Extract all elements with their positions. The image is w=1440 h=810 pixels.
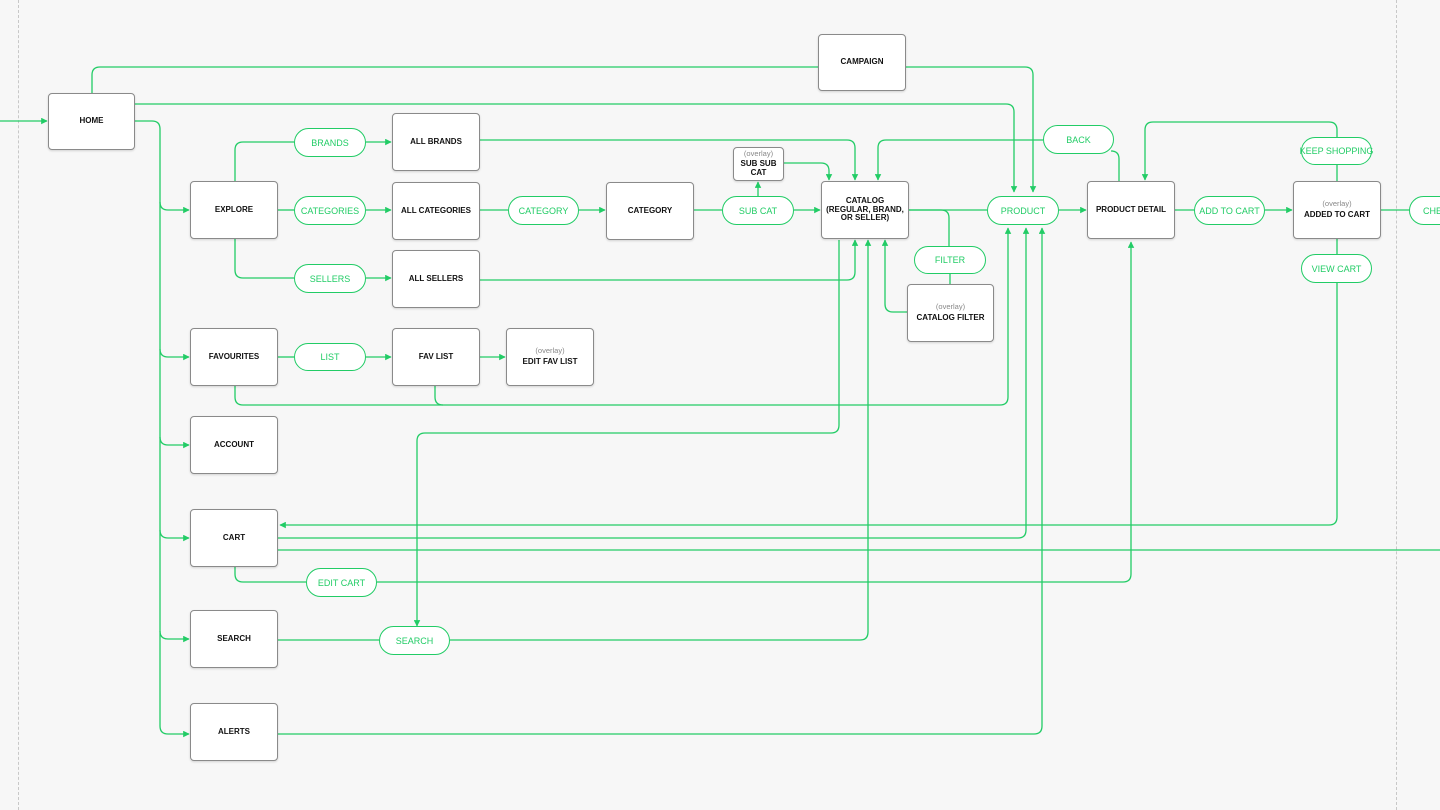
edge-home-cart: [159, 529, 190, 542]
left-page-guide: [18, 0, 19, 810]
edge-productdetail-back: [1110, 150, 1120, 181]
node-catalog-filter[interactable]: (overlay) CATALOG FILTER: [907, 284, 994, 342]
action-sub-cat[interactable]: SUB CAT: [722, 196, 794, 225]
node-favourites[interactable]: FAVOURITES: [190, 328, 278, 386]
node-campaign[interactable]: CAMPAIGN: [818, 34, 906, 91]
action-edit-cart[interactable]: EDIT CART: [306, 568, 377, 597]
action-view-cart[interactable]: VIEW CART: [1301, 254, 1372, 283]
edge-campaign-product: [906, 66, 1037, 193]
action-checkout[interactable]: CHEC: [1409, 196, 1440, 225]
action-categories[interactable]: CATEGORIES: [294, 196, 366, 225]
action-category[interactable]: CATEGORY: [508, 196, 579, 225]
edge-search-catalog: [450, 239, 872, 641]
node-fav-list[interactable]: FAV LIST: [392, 328, 480, 386]
edge-favourites-product: [234, 227, 1012, 406]
node-home[interactable]: HOME: [48, 93, 135, 150]
action-keep-shopping[interactable]: KEEP SHOPPING: [1300, 137, 1373, 165]
overlay-tag: (overlay): [743, 149, 774, 159]
node-sub-sub-cat[interactable]: (overlay) SUB SUB CAT: [733, 147, 784, 181]
overlay-tag: (overlay): [1322, 199, 1352, 209]
node-catalog[interactable]: CATALOG (REGULAR, BRAND, OR SELLER): [821, 181, 909, 239]
action-list[interactable]: LIST: [294, 343, 366, 371]
node-all-categories[interactable]: ALL CATEGORIES: [392, 182, 480, 240]
action-brands[interactable]: BRANDS: [294, 128, 366, 157]
node-cart[interactable]: CART: [190, 509, 278, 567]
node-account[interactable]: ACCOUNT: [190, 416, 278, 474]
node-search[interactable]: SEARCH: [190, 610, 278, 668]
edge-catalog-search: [413, 240, 840, 627]
node-product-detail[interactable]: PRODUCT DETAIL: [1087, 181, 1175, 239]
action-sellers[interactable]: SELLERS: [294, 264, 366, 293]
node-category[interactable]: CATEGORY: [606, 182, 694, 240]
node-label: EDIT FAV LIST: [522, 356, 578, 366]
edge-back-catalog: [874, 139, 1043, 181]
action-search[interactable]: SEARCH: [379, 626, 450, 655]
right-page-guide: [1396, 0, 1397, 810]
edge-alerts-product: [278, 227, 1046, 735]
edge-explore-sellers: [234, 239, 294, 279]
edge-allbrands-catalog: [480, 139, 859, 181]
edge-home-product: [135, 103, 1018, 193]
edge-viewcart-cart: [279, 283, 1338, 529]
edge-home-explore: [159, 201, 190, 214]
node-alerts[interactable]: ALERTS: [190, 703, 278, 761]
edge-editcart-productdetail: [377, 241, 1135, 583]
node-label: ADDED TO CART: [1303, 209, 1371, 219]
edge-explore-brands: [234, 141, 294, 181]
edge-catalog-filter: [909, 209, 950, 246]
edge-home-account: [159, 436, 190, 449]
edge-home-trunk: [135, 120, 190, 738]
edge-home-search: [159, 630, 190, 643]
edge-home-campaign: [91, 66, 818, 93]
node-all-brands[interactable]: ALL BRANDS: [392, 113, 480, 171]
edge-home-favourites: [159, 348, 190, 361]
edge-favlist-product: [434, 386, 444, 406]
edge-subsubcat-catalog: [784, 162, 833, 181]
action-filter[interactable]: FILTER: [914, 246, 986, 274]
edge-keepshopping-productdetail: [1141, 121, 1338, 181]
edge-cart-product: [278, 227, 1030, 539]
node-label: CATALOG FILTER: [916, 312, 985, 322]
overlay-tag: (overlay): [935, 302, 966, 312]
node-added-to-cart[interactable]: (overlay) ADDED TO CART: [1293, 181, 1381, 239]
edge-catalogfilter-catalog: [881, 239, 907, 313]
node-edit-fav-list[interactable]: (overlay) EDIT FAV LIST: [506, 328, 594, 386]
overlay-tag: (overlay): [535, 346, 565, 356]
action-back[interactable]: BACK: [1043, 125, 1114, 154]
action-add-to-cart[interactable]: ADD TO CART: [1194, 196, 1265, 225]
node-label: SUB SUB CAT: [740, 159, 777, 178]
node-all-sellers[interactable]: ALL SELLERS: [392, 250, 480, 308]
edge-cart-editcart: [234, 567, 306, 583]
edge-allsellers-catalog: [480, 239, 859, 281]
node-explore[interactable]: EXPLORE: [190, 181, 278, 239]
action-product[interactable]: PRODUCT: [987, 196, 1059, 225]
